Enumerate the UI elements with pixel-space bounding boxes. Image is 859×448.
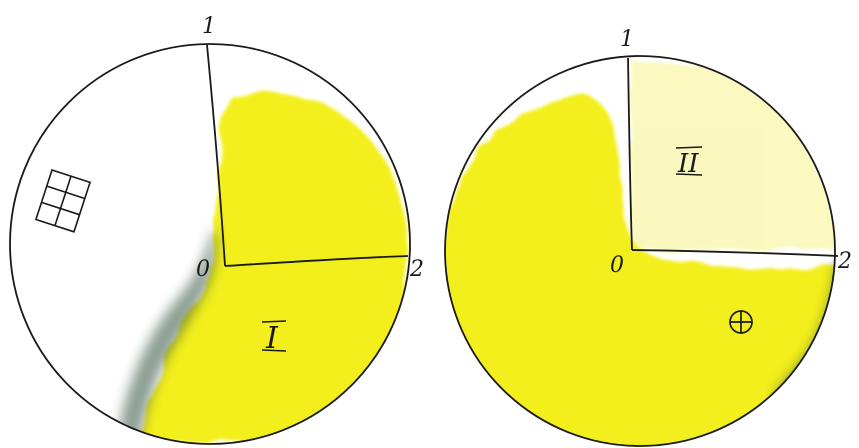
left-label-2: 2 <box>409 257 424 282</box>
left-label-1: 1 <box>202 14 216 39</box>
left-yellow-fill <box>140 92 407 445</box>
right-label-0: 0 <box>610 253 624 278</box>
right-disc: 1 0 2 II <box>445 27 852 448</box>
circle-plus-icon <box>730 311 752 333</box>
right-axis-0-2 <box>632 250 838 256</box>
right-light-fill <box>630 60 838 250</box>
left-label-0: 0 <box>196 257 210 282</box>
right-label-2: 2 <box>837 249 852 274</box>
grid-window-icon <box>36 170 90 232</box>
right-region-label: II <box>676 147 702 179</box>
right-label-1: 1 <box>620 27 634 52</box>
left-disc: 1 0 2 I <box>10 14 424 445</box>
